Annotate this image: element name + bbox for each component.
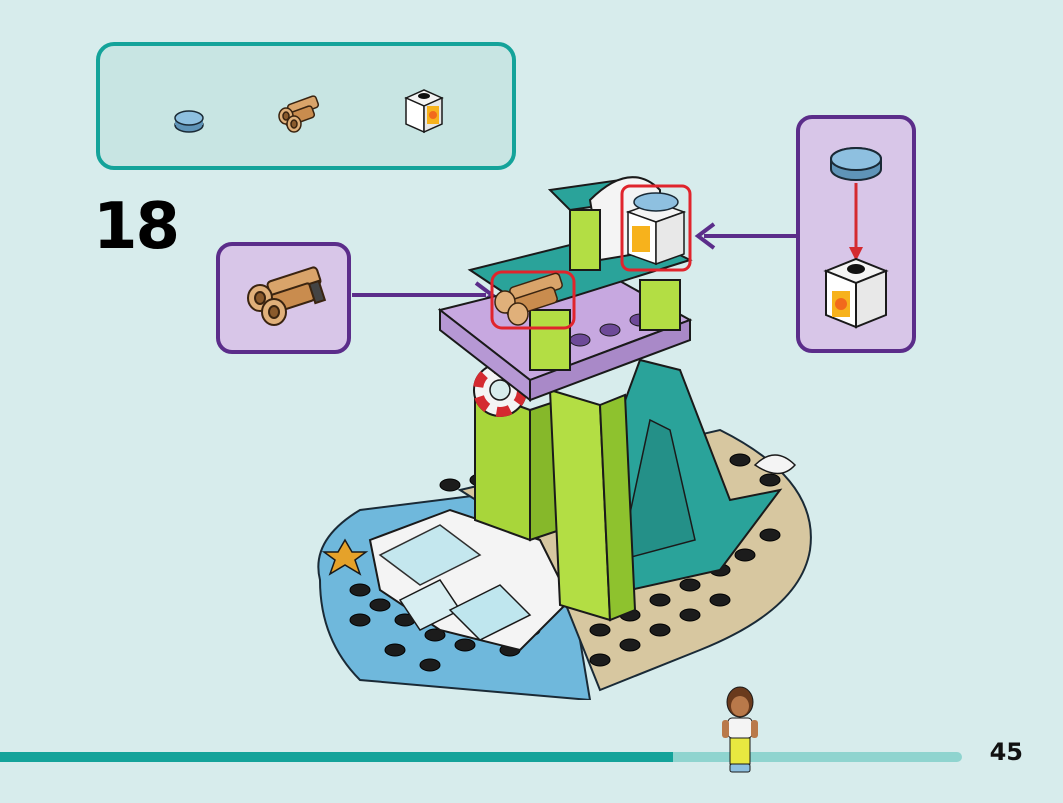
progress-bar-fill (0, 752, 674, 762)
binoculars-icon (247, 266, 327, 326)
progress-bar (0, 752, 962, 762)
round-tile-blue-icon (174, 110, 204, 133)
binoculars-icon (278, 95, 320, 133)
minifigure-progress-marker (722, 686, 758, 773)
page-number: 45 (989, 738, 1023, 766)
tile-assembly-icon (823, 147, 889, 329)
lighthouse-model (317, 176, 812, 700)
callout-tile-on-brick (796, 115, 916, 353)
printed-sun-brick-icon (404, 89, 444, 134)
parts-list-box (96, 42, 516, 170)
callout-binoculars (216, 242, 351, 354)
arrow-to-tile (694, 222, 796, 250)
step-number: 18 (93, 190, 180, 264)
